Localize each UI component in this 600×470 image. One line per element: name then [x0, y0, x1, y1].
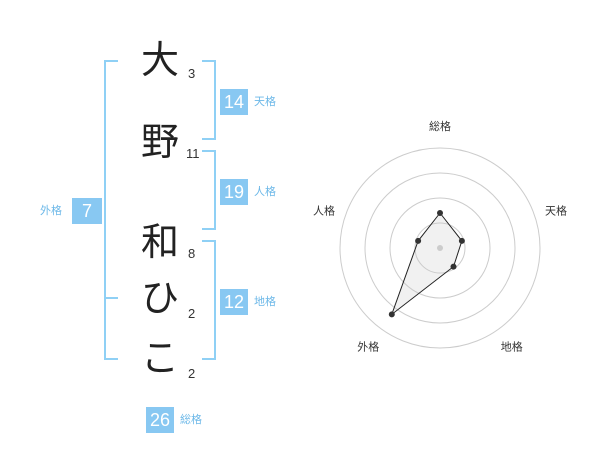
radar-points — [388, 210, 465, 318]
radar-ring — [389, 197, 491, 299]
stroke-count-2: 11 — [186, 146, 200, 161]
soukaku-badge: 26 — [146, 407, 174, 433]
radar-point — [388, 311, 395, 318]
chikaku-label: 地格 — [254, 295, 276, 308]
radar-axis-label: 総格 — [429, 119, 451, 133]
gaikaku-badge: 7 — [72, 198, 102, 224]
name-char-2: 野 — [140, 120, 179, 164]
jinkaku-bracket — [202, 150, 216, 230]
radar-ring — [339, 147, 541, 349]
soukaku-label: 総格 — [180, 413, 202, 426]
radar-axis-label: 外格 — [357, 340, 379, 354]
gaikaku-bracket — [104, 60, 118, 360]
radar-point — [450, 263, 457, 270]
radar-point — [415, 237, 422, 244]
name-char-1: 大 — [140, 38, 179, 82]
radar-ring — [414, 222, 466, 274]
jinkaku-badge: 19 — [220, 179, 248, 205]
radar-axis-label: 地格 — [501, 340, 523, 354]
name-char-5: こ — [140, 336, 179, 380]
stroke-count-3: 8 — [188, 246, 196, 261]
stroke-count-4: 2 — [188, 306, 196, 321]
radar-axis-label: 天格 — [545, 203, 567, 217]
radar-shape — [390, 212, 463, 316]
chikaku-badge: 12 — [220, 289, 248, 315]
gaikaku-bracket-tick — [104, 297, 118, 299]
jinkaku-label: 人格 — [254, 185, 276, 198]
radar-point — [458, 237, 465, 244]
radar-rings — [339, 147, 541, 349]
tenkaku-bracket — [202, 60, 216, 140]
name-char-4: ひ — [140, 276, 179, 320]
radar-center-dot — [437, 245, 443, 251]
stroke-count-1: 3 — [188, 66, 196, 81]
tenkaku-label: 天格 — [254, 95, 276, 108]
radar-ring — [364, 172, 516, 324]
chikaku-bracket — [202, 240, 216, 360]
tenkaku-badge: 14 — [220, 89, 248, 115]
radar-point — [437, 210, 443, 216]
radar-axis-label: 人格 — [313, 203, 335, 217]
name-char-3: 和 — [140, 220, 179, 264]
stroke-count-5: 2 — [188, 366, 196, 381]
gaikaku-label: 外格 — [40, 204, 62, 217]
